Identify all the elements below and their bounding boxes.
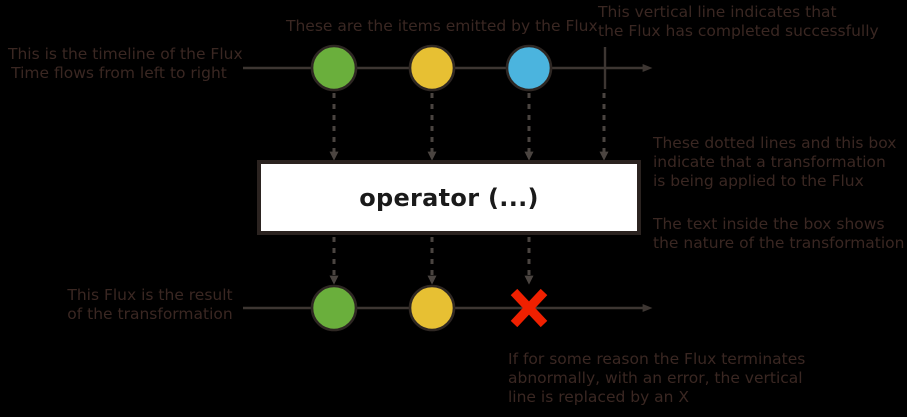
result-amber-marble[interactable] <box>408 284 456 332</box>
annotation-items: These are the items emitted by the Flux <box>286 17 598 35</box>
result-timeline <box>243 284 653 332</box>
source-timeline <box>243 44 653 92</box>
annotation-transformation: These dotted lines and this box indicate… <box>653 134 897 190</box>
annotation-timeline: This is the timeline of the Flux Time fl… <box>8 45 243 82</box>
annotation-error: If for some reason the Flux terminates a… <box>508 350 806 406</box>
annotation-result: This Flux is the result of the transform… <box>67 286 233 323</box>
source-green-marble[interactable] <box>310 44 358 92</box>
dotted-arrows-into-operator <box>329 93 609 161</box>
dotted-arrows-out-of-operator <box>329 237 534 285</box>
source-blue-marble[interactable] <box>505 44 553 92</box>
source-amber-marble[interactable] <box>408 44 456 92</box>
error-x-mark[interactable] <box>510 288 548 328</box>
result-green-marble[interactable] <box>310 284 358 332</box>
operator-box[interactable] <box>257 160 641 235</box>
annotation-completion: This vertical line indicates that the Fl… <box>598 3 879 40</box>
annotation-box-text-note: The text inside the box shows the nature… <box>653 215 905 252</box>
